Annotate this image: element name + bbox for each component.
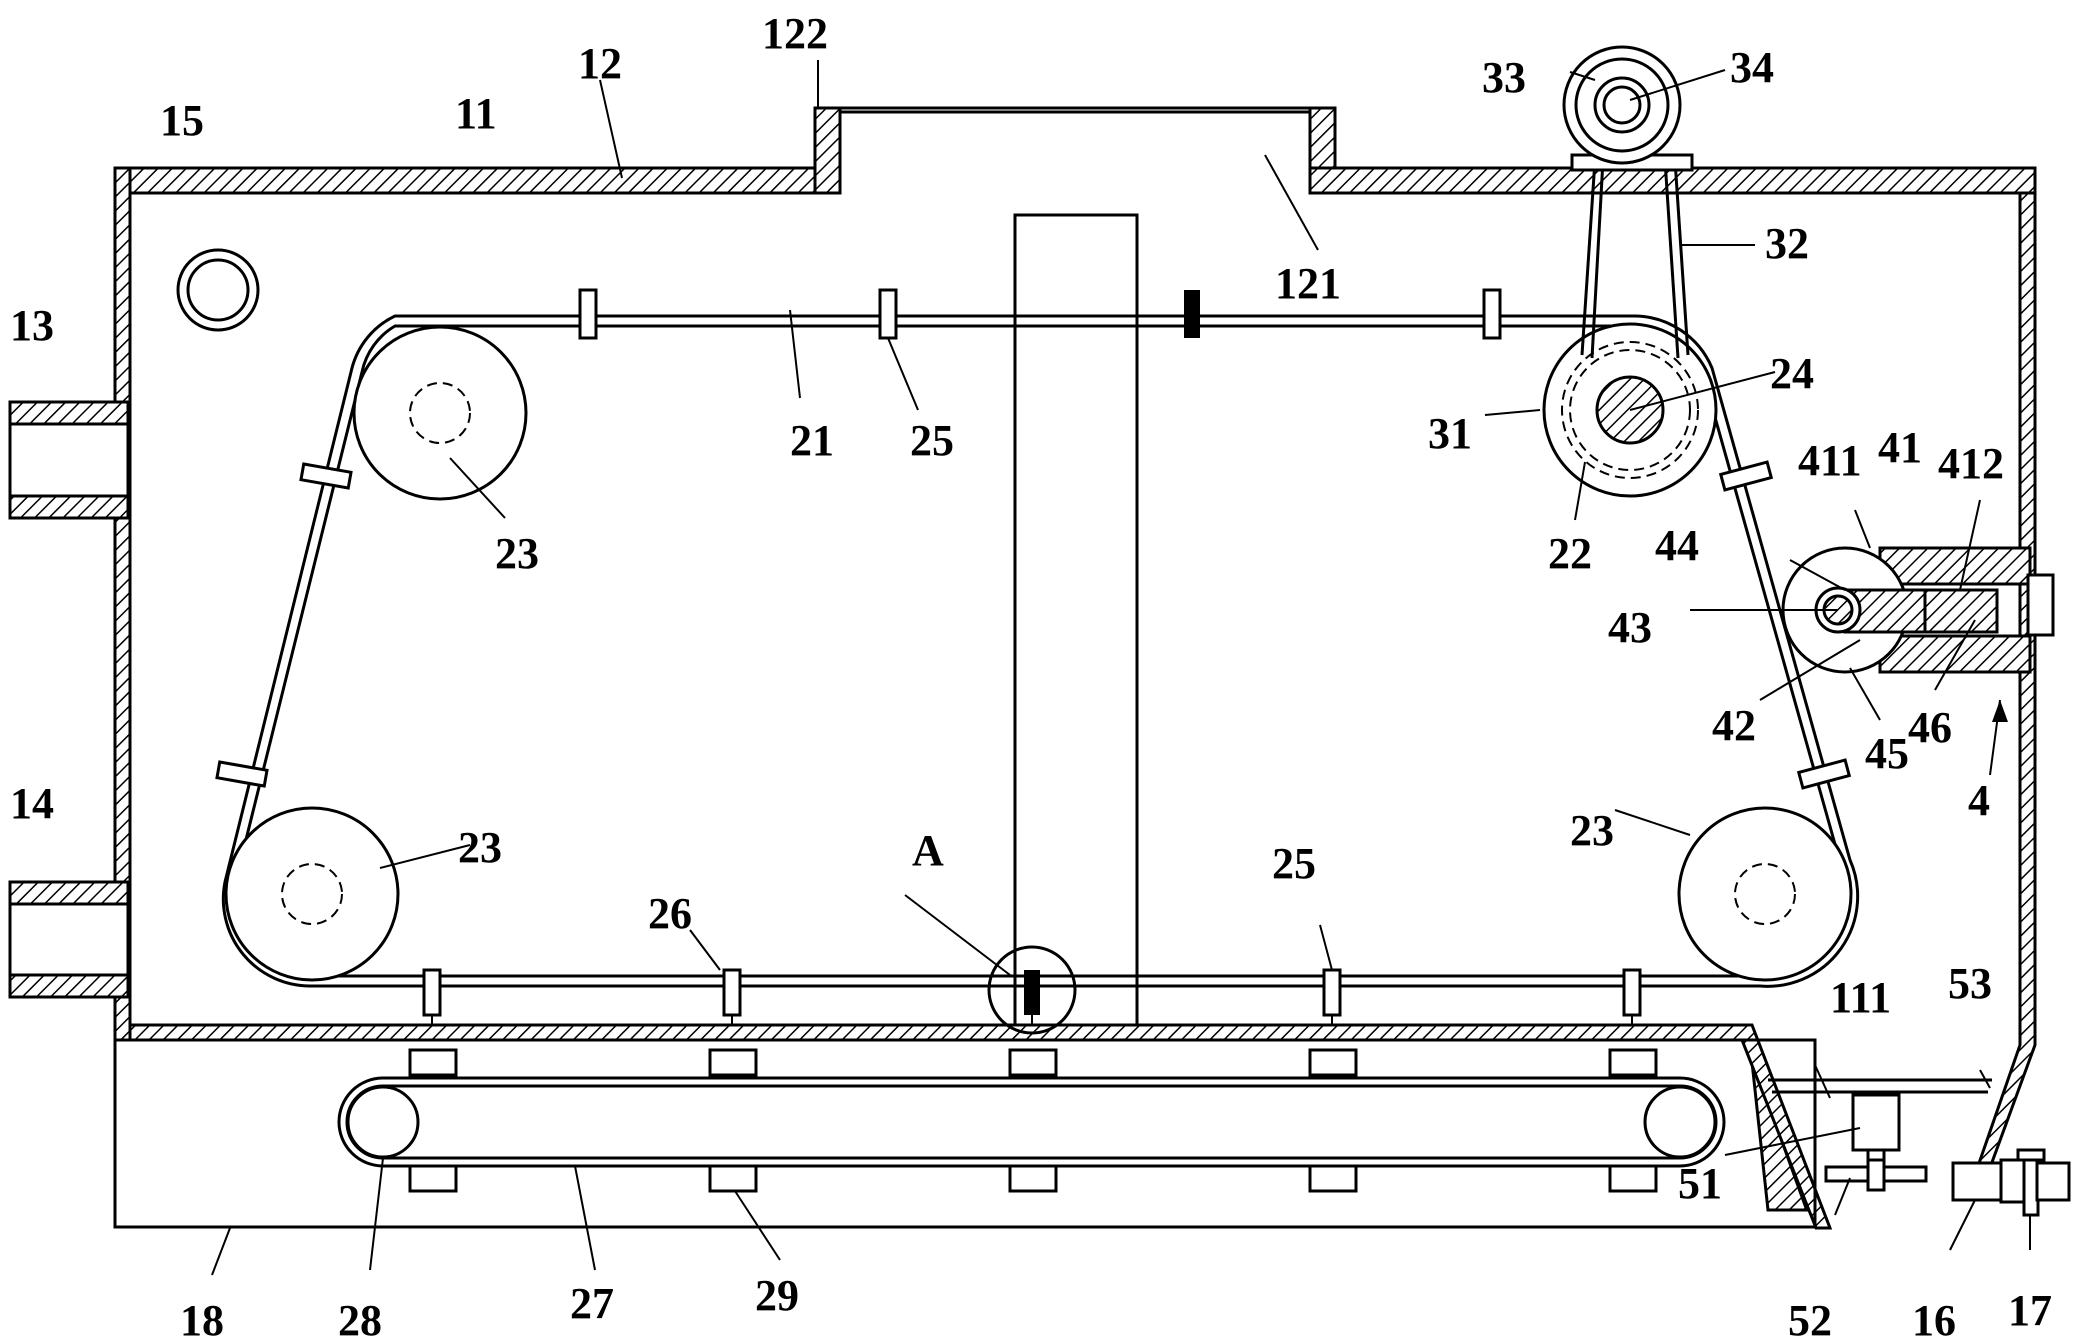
label-25-top: 25 — [910, 416, 954, 465]
part-41-top — [1878, 546, 2032, 586]
label-32: 32 — [1765, 219, 1809, 268]
pipe-14 — [8, 880, 130, 999]
label-14: 14 — [10, 779, 54, 828]
tank-wall — [113, 106, 2037, 1230]
top-wall-left — [113, 166, 842, 195]
inlet-opening — [838, 106, 1312, 114]
label-34: 34 — [1730, 43, 1774, 92]
label-411: 411 — [1798, 436, 1862, 485]
label-15: 15 — [160, 96, 204, 145]
label-28: 28 — [338, 1296, 382, 1343]
wheel-23-bottom-right — [1677, 806, 1853, 982]
label-122: 122 — [762, 9, 828, 58]
central-column — [1013, 213, 1139, 1027]
label-17: 17 — [2008, 1286, 2052, 1335]
label-51: 51 — [1678, 1159, 1722, 1208]
wheel-23-bottom-left — [224, 806, 400, 982]
label-53: 53 — [1948, 959, 1992, 1008]
motor-51 — [1851, 1093, 1901, 1152]
blocks-29 — [408, 1048, 1658, 1193]
label-A: A — [912, 826, 944, 875]
label-45: 45 — [1865, 729, 1909, 778]
label-25-bottom: 25 — [1272, 839, 1316, 888]
label-27: 27 — [570, 1279, 614, 1328]
label-18: 18 — [180, 1296, 224, 1343]
label-43: 43 — [1608, 603, 1652, 652]
right-wall — [1965, 191, 2037, 1197]
label-52: 52 — [1788, 1296, 1832, 1343]
label-46: 46 — [1908, 703, 1952, 752]
hangers-26 — [422, 968, 1642, 1024]
label-12: 12 — [578, 39, 622, 88]
top-wall-right — [1308, 166, 2037, 195]
label-11: 11 — [455, 89, 497, 138]
label-23-bottom-right: 23 — [1570, 806, 1614, 855]
label-23-bottom-left: 23 — [458, 823, 502, 872]
belt-27 — [337, 1076, 1726, 1168]
label-13: 13 — [10, 301, 54, 350]
inlet-wall-left — [813, 106, 842, 195]
outlet-16 — [1951, 1161, 2003, 1202]
clamps-25 — [215, 288, 1852, 790]
label-41: 41 — [1878, 423, 1922, 472]
label-24: 24 — [1770, 349, 1814, 398]
drive-belt-32 — [1580, 159, 1690, 359]
roller-28-left — [346, 1085, 420, 1159]
label-412: 412 — [1938, 439, 2004, 488]
arrow-4 — [1992, 700, 2008, 722]
label-121: 121 — [1275, 259, 1341, 308]
label-26: 26 — [648, 889, 692, 938]
detail-circle-A — [987, 945, 1077, 1035]
tank-wall-hatched — [113, 106, 1824, 1212]
label-21: 21 — [790, 416, 834, 465]
label-44: 44 — [1655, 521, 1699, 570]
tensioner-4 — [1781, 546, 2055, 674]
label-33: 33 — [1482, 53, 1526, 102]
label-42: 42 — [1712, 701, 1756, 750]
label-111: 111 — [1830, 973, 1891, 1022]
roller-28-right — [1643, 1085, 1717, 1159]
label-31: 31 — [1428, 409, 1472, 458]
label-23-top-left: 23 — [495, 529, 539, 578]
label-29: 29 — [755, 1271, 799, 1320]
label-4: 4 — [1968, 776, 1990, 825]
block-46 — [1923, 588, 1999, 634]
pipe-13 — [8, 400, 130, 520]
wheel-23-top-left — [352, 325, 528, 501]
labels: 15 11 12 122 121 13 14 21 25 23 23 23 22… — [10, 9, 2052, 1343]
label-22: 22 — [1548, 529, 1592, 578]
part-15-inner — [186, 258, 250, 322]
label-16: 16 — [1912, 1296, 1956, 1343]
lower-chamber-18 — [113, 1038, 1817, 1229]
